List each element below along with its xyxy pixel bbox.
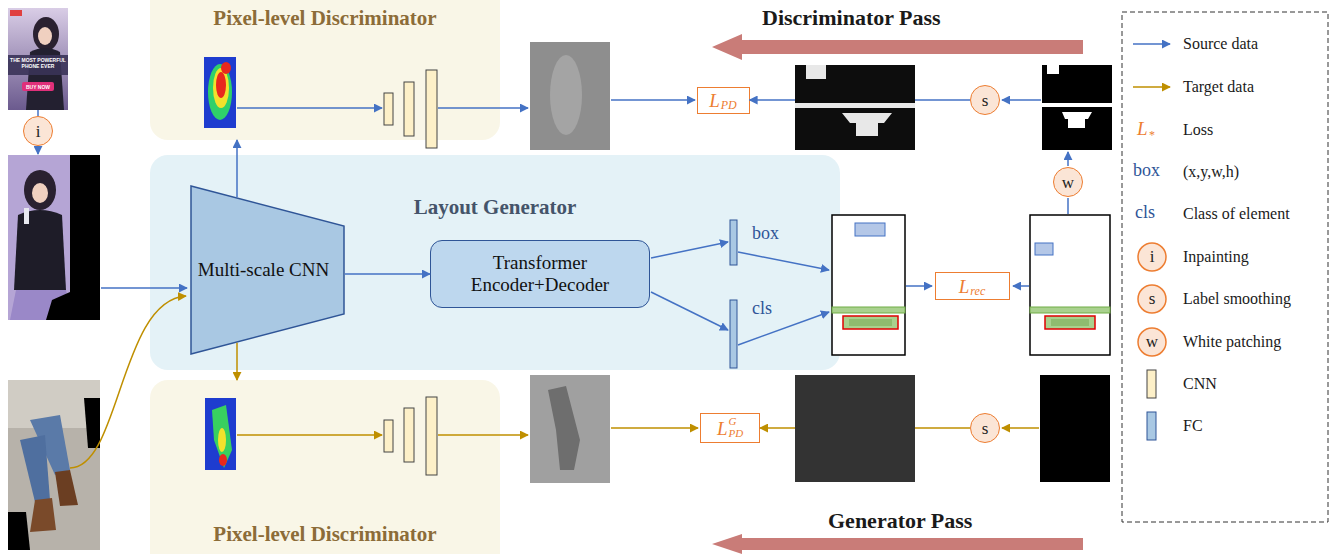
legend-wrap: Target data: [1183, 77, 1254, 97]
panel-heading: Pixel-level Discriminator: [213, 522, 436, 546]
connector: [236, 343, 238, 380]
legend-wrap: Loss: [1183, 120, 1213, 140]
label-wrap: box: [1133, 160, 1160, 181]
loss-subscript: rec: [970, 285, 985, 297]
panel-heading: Pixel-level Discriminator: [213, 6, 436, 30]
legend-wrap: Label smoothing: [1183, 289, 1291, 309]
legend-text: Class of element: [1183, 204, 1290, 224]
legend-symbol: L: [1137, 118, 1148, 140]
smoothing-circle: s: [970, 413, 1000, 443]
legend-circle-letter: s: [1149, 289, 1156, 309]
legend-text: White patching: [1183, 332, 1281, 352]
legend-wrap: (x,y,w,h): [1183, 162, 1239, 182]
label-wrap: i: [1150, 247, 1155, 267]
loss-symbol: L: [709, 91, 720, 110]
connector: [345, 273, 430, 275]
smoothing-circle: s: [970, 85, 1000, 115]
cnn-trapezoid: Multi-scale CNN: [190, 185, 345, 355]
circle-letter: i: [36, 123, 41, 140]
legend-text: Loss: [1183, 120, 1213, 140]
node-label: Multi-scale CNN: [198, 259, 329, 281]
poster-button-text: BUY NOW: [26, 84, 50, 90]
label-wrap: box: [752, 223, 779, 244]
legend-wrap: Source data: [1183, 34, 1258, 54]
loss-subscript: PD: [728, 428, 743, 440]
node-label: Transformer Encoder+Decoder: [441, 252, 639, 296]
legend-symbol: box: [1133, 160, 1160, 181]
trapezoid-outline: [191, 186, 344, 354]
discriminator-panel: Pixel-level Discriminator: [150, 380, 500, 554]
discriminator-panel: Pixel-level Discriminator: [150, 0, 500, 140]
output-label: cls: [752, 298, 772, 319]
pass-label: Generator Pass: [828, 508, 972, 534]
circle-letter: w: [1062, 174, 1074, 191]
circle-letter: s: [982, 420, 989, 437]
loss-symbol: L: [959, 277, 970, 296]
circle-letter: s: [982, 92, 989, 109]
label-wrap: s: [1149, 289, 1156, 309]
label-wrap: Generator Pass: [828, 508, 972, 534]
label-wrap: w: [1146, 332, 1158, 352]
loss-box: LGPD: [700, 413, 760, 443]
label-wrap: Discriminator Pass: [762, 5, 941, 31]
label-wrap: *: [1149, 128, 1155, 143]
label-wrap: L: [1137, 118, 1148, 140]
loss-subscript: PD: [721, 99, 737, 111]
loss-symbol: L: [717, 419, 728, 438]
legend-symbol: cls: [1135, 202, 1155, 223]
loss-box: LPD: [697, 87, 750, 114]
script-stack: GPD: [728, 416, 743, 439]
label-wrap: cls: [752, 298, 772, 319]
loss-box: Lrec: [935, 272, 1010, 300]
pass-label: Discriminator Pass: [762, 5, 941, 31]
transformer-box: Transformer Encoder+Decoder: [430, 240, 650, 308]
inpainting-circle: i: [23, 116, 53, 146]
legend-wrap: FC: [1183, 416, 1203, 436]
legend-text: FC: [1183, 416, 1203, 436]
label-wrap: THE MOST POWERFUL PHONE EVER: [10, 57, 66, 69]
label-wrap: cls: [1135, 202, 1155, 223]
legend-wrap: White patching: [1183, 332, 1281, 352]
connector: [236, 140, 238, 197]
legend-wrap: Class of element: [1183, 204, 1290, 224]
poster-text: THE MOST POWERFUL PHONE EVER: [10, 57, 66, 69]
legend-circle-letter: i: [1150, 247, 1155, 267]
legend-wrap: CNN: [1183, 374, 1217, 394]
label-wrap: BUY NOW: [26, 84, 50, 90]
legend-text: (x,y,w,h): [1183, 162, 1239, 182]
legend-text: Target data: [1183, 77, 1254, 97]
legend-symbol: *: [1149, 128, 1155, 143]
loss-superscript: G: [728, 416, 743, 428]
legend-circle-letter: w: [1146, 332, 1158, 352]
legend-text: Source data: [1183, 34, 1258, 54]
legend-wrap: Inpainting: [1183, 247, 1249, 267]
patching-circle: w: [1053, 167, 1083, 197]
legend-text: Label smoothing: [1183, 289, 1291, 309]
legend-text: CNN: [1183, 374, 1217, 394]
legend-text: Inpainting: [1183, 247, 1249, 267]
panel-heading: Layout Generator: [414, 195, 577, 219]
output-label: box: [752, 223, 779, 244]
